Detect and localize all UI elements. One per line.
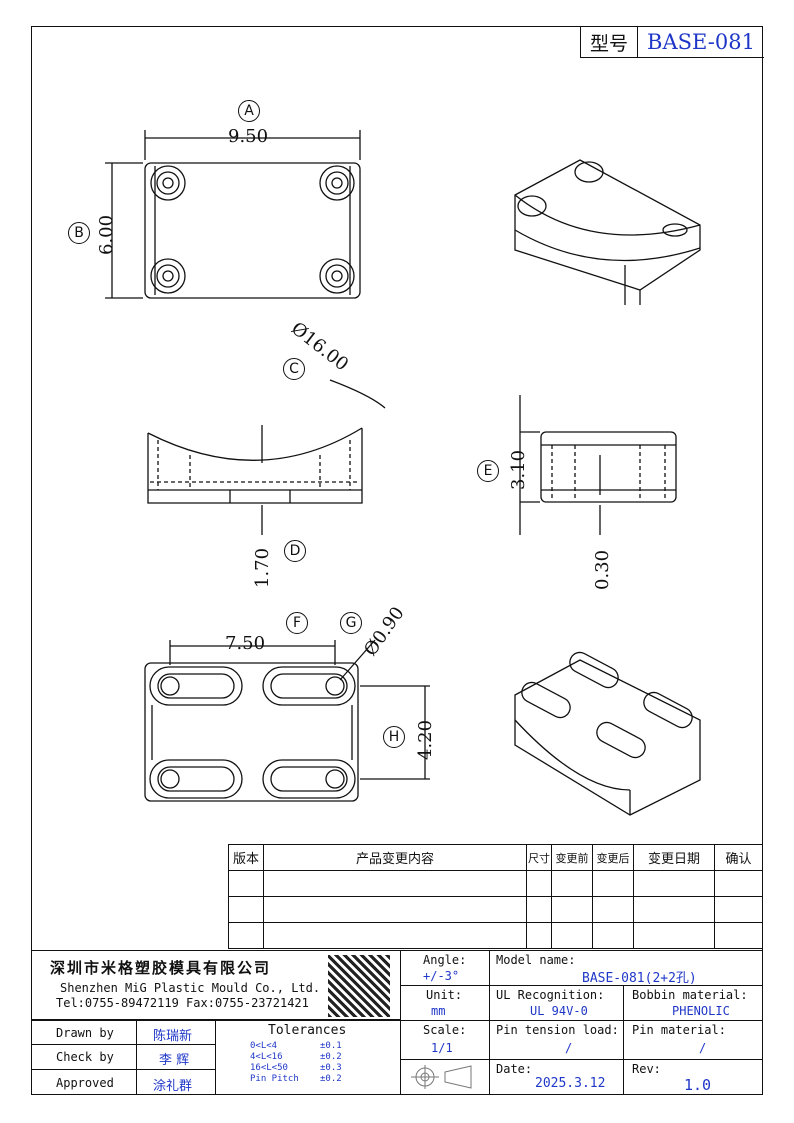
date-label: Date: (496, 1062, 533, 1076)
bobbin-label: Bobbin material: (632, 988, 748, 1002)
approved-value: 涂礼群 (153, 1079, 193, 1094)
dim-a: 9.50 (228, 126, 269, 147)
qr-code (328, 955, 390, 1017)
table-row (228, 896, 763, 923)
rev-cell: Rev: 1.0 (623, 1059, 763, 1095)
pin-tension-cell: Pin tension load: / (489, 1020, 624, 1060)
company-cn: 深圳市米格塑胶模具有限公司 (50, 959, 272, 977)
pin-material-value: / (699, 1041, 707, 1055)
approved-label-cell: Approved (31, 1069, 137, 1095)
marker-c: C (283, 358, 305, 380)
rev-header-date: 变更日期 (633, 844, 715, 871)
marker-b: B (68, 222, 90, 244)
ul-value: UL 94V-0 (530, 1004, 588, 1018)
pin-material-label: Pin material: (632, 1023, 726, 1037)
table-row (228, 870, 763, 897)
bobbin-cell: Bobbin material: PHENOLIC (623, 985, 763, 1021)
dim-f: 7.50 (225, 633, 266, 654)
table-row: 版本 产品变更内容 尺寸 变更前 变更后 变更日期 确认 (228, 844, 763, 871)
company-en: Shenzhen MiG Plastic Mould Co., Ltd. (60, 981, 321, 995)
projection-symbol-icon (411, 1065, 472, 1089)
rev-header-confirm: 确认 (714, 844, 763, 871)
marker-e: E (477, 460, 499, 482)
date-value: 2025.3.12 (535, 1076, 606, 1091)
approved-value-cell: 涂礼群 (136, 1069, 216, 1095)
tol-row-2: 16<L<50±0.3 (250, 1063, 342, 1073)
model-tag: 型号 BASE-081 (580, 27, 764, 58)
bobbin-value: PHENOLIC (672, 1004, 730, 1018)
drawn-value: 陈瑞新 (153, 1029, 193, 1044)
marker-g: G (340, 612, 362, 634)
rev-header-size: 尺寸 (526, 844, 552, 871)
date-cell: Date: 2025.3.12 (489, 1059, 624, 1095)
approved-label: Approved (56, 1076, 114, 1090)
unit-value: mm (431, 1004, 446, 1018)
drawn-label-cell: Drawn by (31, 1020, 137, 1045)
check-value-cell: 李 辉 (136, 1044, 216, 1070)
pin-tension-label: Pin tension load: (496, 1023, 619, 1037)
tol-row-0: 0<L<4±0.1 (250, 1041, 342, 1051)
check-label-cell: Check by (31, 1044, 137, 1070)
rev-header-before: 变更前 (551, 844, 593, 871)
tol-row-1: 4<L<16±0.2 (250, 1052, 342, 1062)
pin-tension-value: / (565, 1041, 573, 1055)
model-value: BASE-081(2+2孔) (582, 971, 697, 986)
dim-e: 3.10 (508, 449, 529, 490)
marker-h: H (383, 726, 405, 748)
ul-cell: UL Recognition: UL 94V-0 (489, 985, 624, 1021)
model-tag-key: 型号 (581, 27, 638, 57)
rev-header-after: 变更后 (592, 844, 634, 871)
rev-header-content: 产品变更内容 (263, 844, 527, 871)
scale-cell: Scale: 1/1 (400, 1020, 490, 1060)
marker-d: D (284, 540, 306, 562)
dim-e2: 0.30 (592, 549, 613, 590)
drawn-value-cell: 陈瑞新 (136, 1020, 216, 1045)
rev-label: Rev: (632, 1062, 661, 1076)
dim-h: 4.20 (415, 719, 436, 760)
tol-row-3: Pin Pitch±0.2 (250, 1074, 342, 1084)
title-block: 深圳市米格塑胶模具有限公司 Shenzhen MiG Plastic Mould… (31, 950, 763, 1095)
scale-label: Scale: (423, 1023, 467, 1037)
pin-material-cell: Pin material: / (623, 1020, 763, 1060)
marker-f: F (286, 612, 308, 634)
dim-d: 1.70 (252, 547, 273, 588)
marker-a: A (238, 100, 260, 122)
side-view (519, 395, 677, 535)
angle-cell: Angle: +/-3° (400, 950, 490, 986)
unit-label: Unit: (426, 988, 463, 1002)
model-cell: Model name: BASE-081(2+2孔) (489, 950, 763, 986)
dim-b: 6.00 (96, 214, 117, 255)
company-contact: Tel:0755-89472119 Fax:0755-23721421 (56, 996, 309, 1010)
rev-value: 1.0 (684, 1076, 712, 1094)
angle-label: Angle: (423, 953, 467, 967)
model-label: Model name: (496, 953, 576, 967)
tolerances-title: Tolerances (268, 1023, 347, 1038)
isometric-view-bottom (514, 651, 701, 816)
bottom-view (144, 639, 430, 802)
rev-header-version: 版本 (228, 844, 264, 871)
isometric-view-top (514, 159, 701, 305)
drawn-label: Drawn by (56, 1026, 114, 1040)
check-value: 李 辉 (159, 1053, 190, 1068)
tolerances-cell: Tolerances 0<L<4±0.1 4<L<16±0.2 16<L<50±… (215, 1020, 401, 1095)
front-view (147, 379, 386, 535)
ul-label: UL Recognition: (496, 988, 605, 1002)
angle-value: +/-3° (423, 969, 460, 983)
revision-table: 版本 产品变更内容 尺寸 变更前 变更后 变更日期 确认 (228, 844, 763, 949)
top-view (105, 130, 361, 299)
unit-cell: Unit: mm (400, 985, 490, 1021)
check-label: Check by (56, 1050, 114, 1064)
projection-symbol-cell (400, 1059, 490, 1095)
table-row (228, 922, 763, 949)
company-cell: 深圳市米格塑胶模具有限公司 Shenzhen MiG Plastic Mould… (31, 950, 401, 1020)
model-tag-value: BASE-081 (647, 30, 755, 54)
scale-value: 1/1 (431, 1041, 453, 1055)
